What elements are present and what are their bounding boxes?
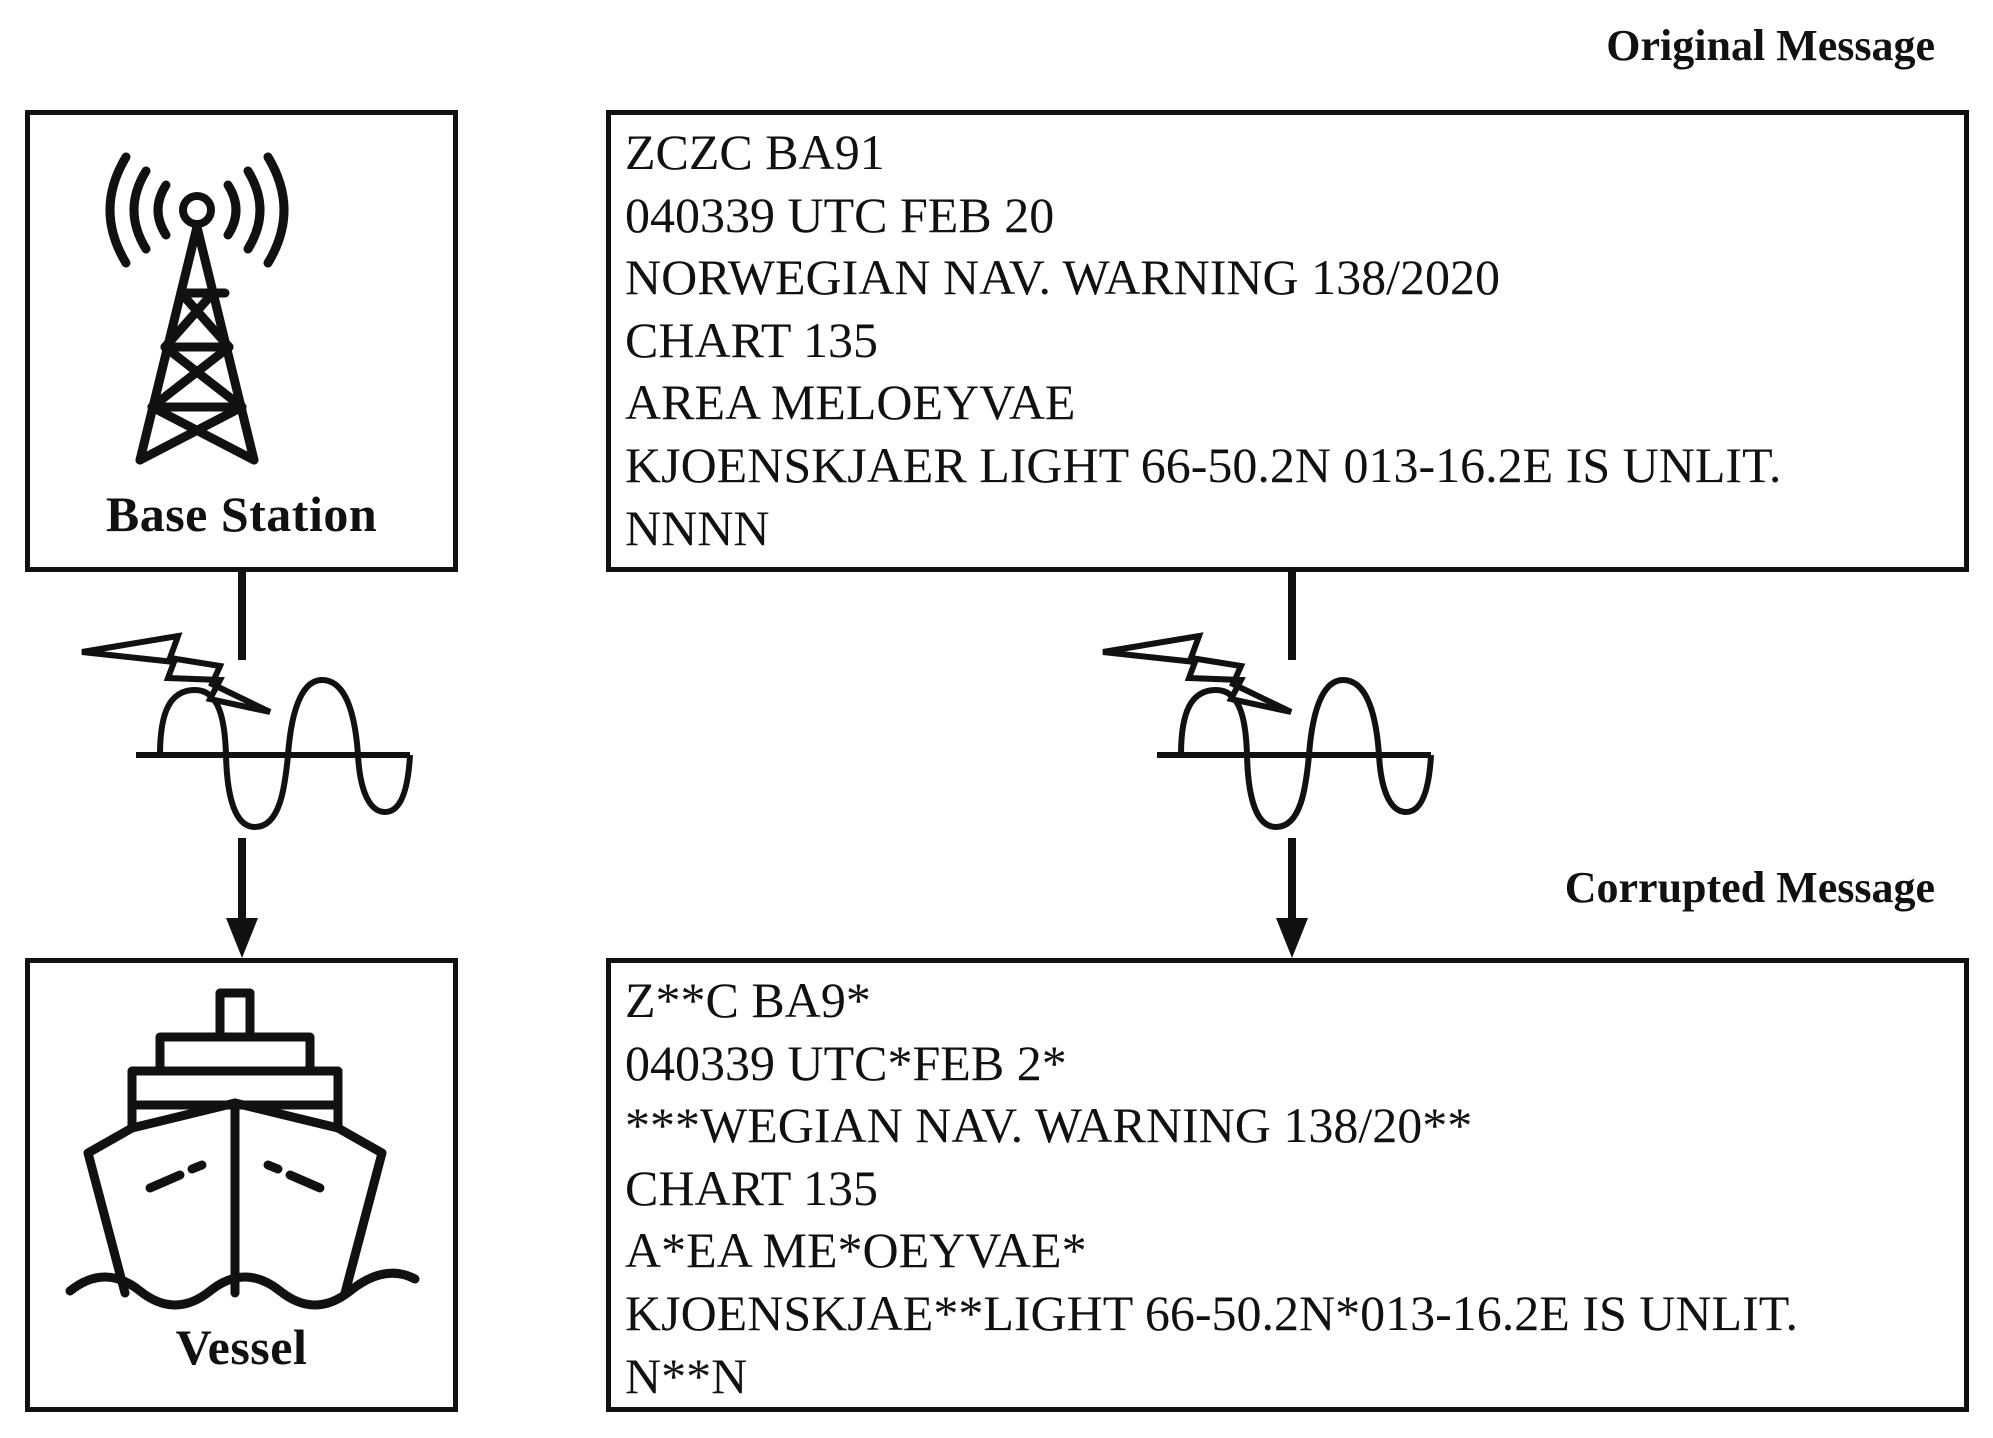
message-line: CHART 135 [625,311,879,368]
lightning-wave-icon [81,632,413,831]
base-station-panel: Base Station [25,110,458,572]
corrupted-message-heading: Corrupted Message [1564,863,1935,912]
lightning-wave-icon [1102,632,1434,831]
message-line: NNNN [625,499,770,556]
ship-icon [65,988,420,1310]
vessel-panel: Vessel [25,958,458,1412]
message-line: KJOENSKJAE**LIGHT 66-50.2N*013-16.2E IS … [625,1284,1799,1341]
message-line: CHART 135 [625,1159,879,1216]
message-line: A*EA ME*OEYVAE* [625,1222,1087,1279]
right-channel-connector [1102,568,1434,958]
message-line: ***WEGIAN NAV. WARNING 138/20** [625,1097,1473,1154]
corrupted-message-panel: Z**C BA9* 040339 UTC*FEB 2* ***WEGIAN NA… [606,958,1969,1412]
message-line: 040339 UTC*FEB 2* [625,1034,1067,1091]
message-line: 040339 UTC FEB 20 [625,186,1055,243]
vessel-label: Vessel [175,1319,308,1375]
message-line: KJOENSKJAER LIGHT 66-50.2N 013-16.2E IS … [625,436,1782,493]
message-line: Z**C BA9* [625,972,871,1028]
corrupted-message-lines: Z**C BA9* 040339 UTC*FEB 2* ***WEGIAN NA… [625,969,1798,1407]
original-message-lines: ZCZC BA91 040339 UTC FEB 20 NORWEGIAN NA… [625,121,1781,559]
original-message-panel: ZCZC BA91 040339 UTC FEB 20 NORWEGIAN NA… [606,110,1969,572]
message-line: NORWEGIAN NAV. WARNING 138/2020 [625,249,1501,306]
original-message-heading: Original Message [1606,21,1935,70]
message-line: ZCZC BA91 [625,124,885,180]
left-channel-connector [81,568,413,958]
message-line: AREA MELOEYVAE [625,374,1076,431]
message-line: N**N [625,1347,748,1404]
base-station-label: Base Station [105,486,378,542]
radio-tower-icon [105,152,289,465]
